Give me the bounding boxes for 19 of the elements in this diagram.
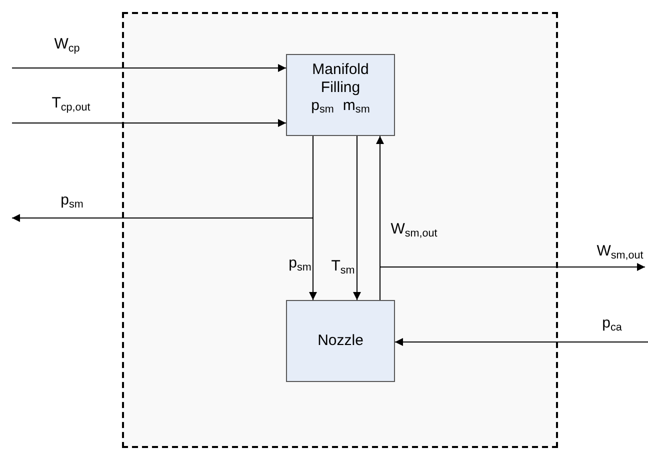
edge-label: p$_{sm}$	[288, 254, 312, 274]
state-variable: p$_{sm}$	[311, 97, 334, 118]
box-title: Nozzle	[316, 332, 364, 350]
edge-label: W$_{sm,out}$	[596, 242, 644, 262]
edge-label: W$_{sm,out}$	[390, 220, 438, 240]
arrow	[394, 338, 648, 346]
arrow	[309, 136, 317, 300]
process-box	[286, 300, 395, 382]
arrow	[353, 136, 361, 300]
process-box	[286, 54, 395, 136]
edge-label: p$_{sm}$	[60, 192, 84, 210]
edge-label: T$_{sm}$	[331, 258, 355, 276]
state-variable: m$_{sm}$	[342, 97, 370, 118]
edge-label: p$_{ca}$	[602, 314, 622, 334]
arrow	[12, 64, 286, 72]
arrow	[12, 119, 286, 127]
system-boundary	[122, 12, 558, 448]
edge-label: W$_{cp}$	[54, 36, 80, 54]
edge-label: T$_{cp,out}$	[52, 94, 90, 114]
